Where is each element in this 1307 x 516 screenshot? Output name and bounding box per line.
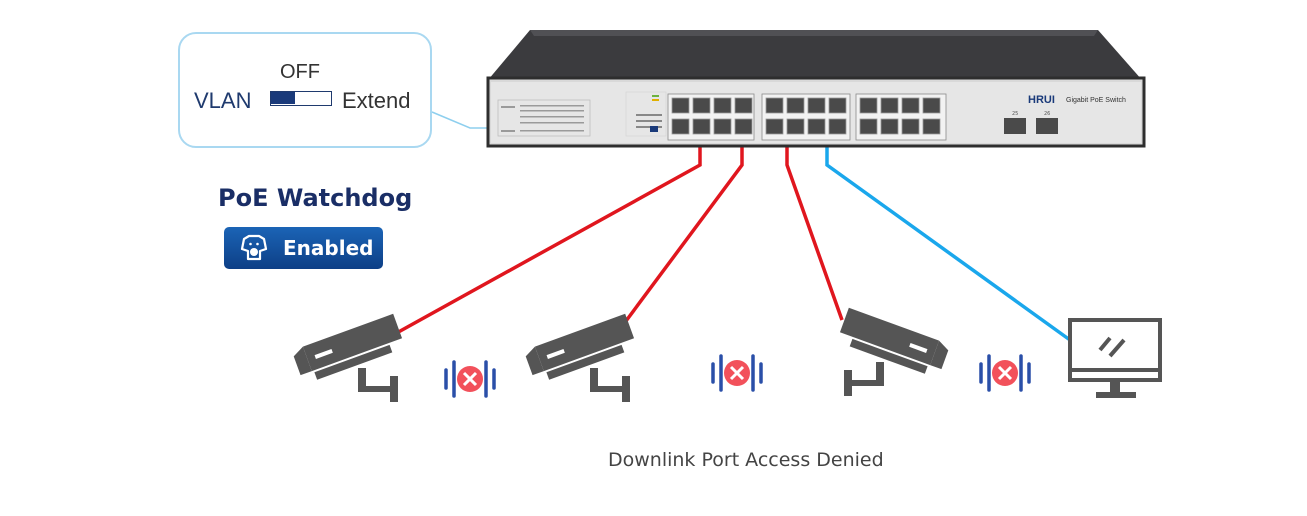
diagram-caption: Downlink Port Access Denied	[608, 449, 884, 471]
toggle-knob	[271, 92, 295, 104]
extend-label: Extend	[342, 88, 411, 113]
led-panel	[497, 99, 591, 137]
security-camera-icon	[839, 307, 949, 396]
denied-link-2	[621, 140, 744, 327]
denied-link-3	[785, 140, 844, 321]
vlan-callout-panel	[178, 32, 432, 148]
sfp-label-25: 25	[1012, 111, 1018, 117]
poe-watchdog-badge: Enabled	[224, 227, 383, 269]
badge-label: Enabled	[283, 236, 374, 260]
monitor-icon	[1068, 318, 1162, 398]
port-group-2	[761, 93, 851, 141]
denied-link-1	[392, 140, 702, 337]
security-camera-icon	[525, 313, 635, 402]
sfp-label-26: 26	[1044, 111, 1050, 117]
access-denied-icon	[444, 360, 496, 398]
vlan-extend-toggle[interactable]	[270, 91, 332, 106]
poe-watchdog-title: PoE Watchdog	[218, 184, 413, 212]
vlan-label: VLAN	[194, 88, 252, 113]
poe-switch: 25 26 HRUI Gigabit PoE Switch	[486, 30, 1146, 148]
dip-switch-area	[625, 91, 667, 137]
port-group-3	[855, 93, 947, 141]
vlan-state-label: OFF	[280, 61, 320, 83]
switch-model-label: Gigabit PoE Switch	[1066, 97, 1126, 104]
watchdog-icon	[240, 234, 268, 261]
switch-brand: HRUI	[1028, 94, 1055, 106]
access-denied-icon	[979, 354, 1031, 392]
security-camera-icon	[293, 313, 403, 402]
active-link	[825, 140, 1072, 342]
sfp-ports: 25 26	[1004, 111, 1058, 134]
access-denied-icon	[711, 354, 763, 392]
port-group-1	[667, 93, 755, 141]
